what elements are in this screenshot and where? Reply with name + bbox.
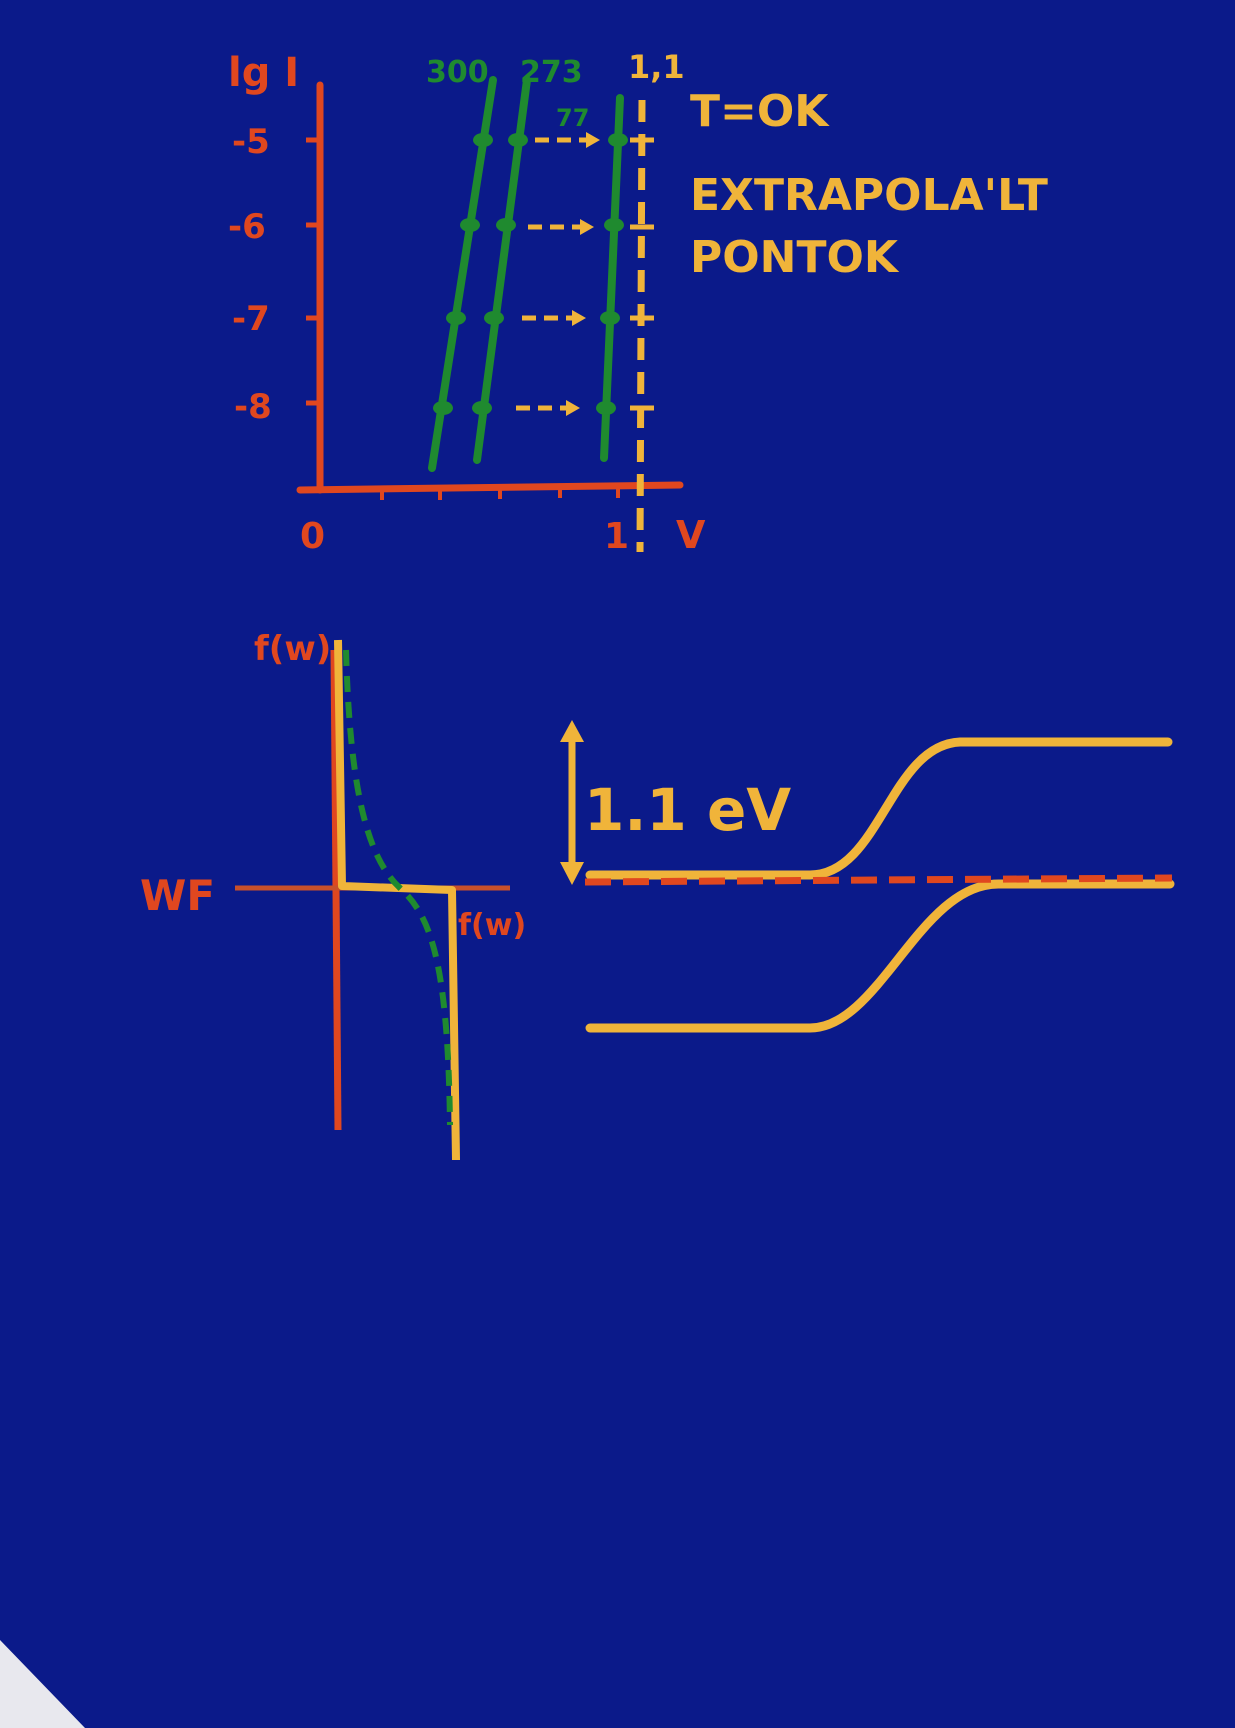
fermi-smooth (343, 649, 453, 1126)
iv-points (433, 133, 628, 415)
extrapolation-arrows (516, 137, 588, 411)
x-tick-label: 1 (604, 516, 629, 557)
y-tick-label: -5 (232, 122, 270, 162)
arrow-heads (566, 132, 600, 416)
conduction-band (585, 737, 1173, 880)
corner-fold (0, 1640, 85, 1728)
note-points: PONTOK (690, 232, 900, 283)
y-tick-label: -8 (234, 387, 272, 427)
fermi-y-label: f(w) (254, 629, 331, 669)
gap-arrow-head-top (560, 720, 584, 742)
fermi-level-label: WF (140, 871, 215, 920)
fermi-level-line (584, 874, 1173, 886)
x-axis (296, 481, 684, 494)
y-tick-label: -6 (228, 207, 266, 247)
x-tick-marks (380, 487, 620, 500)
fermi-x-label: f(w) (458, 908, 526, 943)
gap-label: 1.1 eV (584, 776, 791, 844)
top-plot: lg I -5 -6 -7 -8 0 1 V 300 2 (228, 48, 1048, 557)
vertical-line-ticks (630, 137, 654, 411)
note-extrapolated: EXTRAPOLA'LT (690, 170, 1048, 221)
vertical-line-1-1 (636, 99, 646, 553)
curve-label-77: 77 (556, 104, 589, 132)
fermi-step-t0 (334, 639, 460, 1161)
curve-label-300: 300 (426, 55, 489, 90)
gap-arrow-head-bottom (560, 862, 584, 885)
band-diagram: 1.1 eV (560, 720, 1175, 1033)
x-tick-label: 0 (300, 516, 325, 557)
curve-label-273: 273 (520, 55, 583, 90)
y-tick-label: -7 (232, 299, 270, 339)
curve-77 (600, 94, 624, 462)
valence-band (585, 879, 1175, 1033)
x-axis-label: V (676, 513, 706, 557)
y-axis-label: lg I (228, 50, 299, 96)
note-temperature: T=OK (690, 86, 830, 137)
y-tick-marks (306, 137, 320, 406)
fermi-plot: f(w) WF f(w) (140, 629, 526, 1161)
vertical-line-label: 1,1 (628, 48, 685, 86)
